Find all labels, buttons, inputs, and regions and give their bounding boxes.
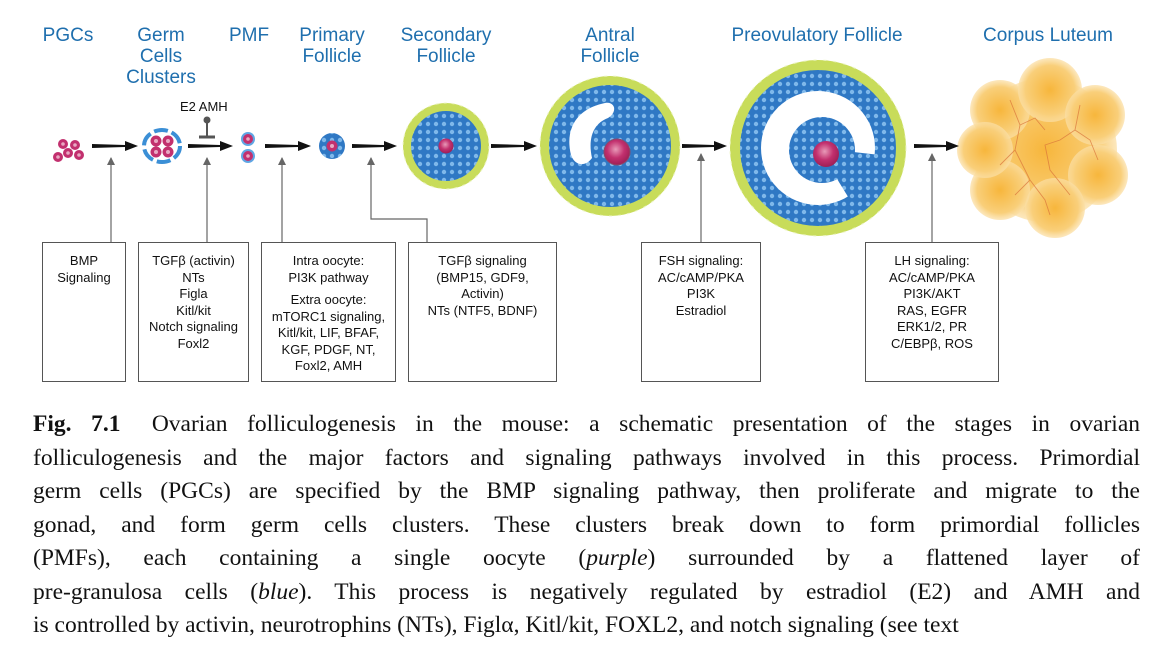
factor-text: NTs (NTF5, BDNF) — [427, 302, 538, 318]
stage-label-secondary-follicle: Secondary Follicle — [392, 25, 500, 67]
stage-label-line: Follicle — [580, 46, 640, 67]
stage-label-line: Follicle — [416, 46, 476, 67]
factor-text: (BMP15, GDF9, — [436, 269, 529, 285]
primary-follicle-icon — [319, 133, 345, 159]
caption-line: pre-granulosa cells (blue). This process… — [33, 578, 1140, 605]
factor-text: Kitl/kit — [176, 302, 211, 318]
folliculogenesis-diagram — [53, 58, 1128, 242]
caption-line: Fig. 7.1 Ovarian folliculogenesis in the… — [33, 411, 1140, 437]
factor-text: TGFβ (activin) — [152, 253, 235, 268]
stage-label-germ-cells-clusters: Germ Cells Clusters — [120, 25, 202, 88]
stage-label-line: Cells — [139, 46, 183, 67]
pgcs-cells-icon — [53, 139, 84, 162]
secondary-follicle-icon — [402, 102, 490, 190]
caption-emphasis: blue — [258, 578, 299, 605]
factor-text: Foxl2, AMH — [294, 358, 363, 373]
factor-text: mTORC1 signaling, — [271, 308, 386, 324]
connector-tgfb-signaling — [367, 157, 428, 242]
factor-text: NTs — [182, 269, 205, 285]
factor-text: Estradiol — [675, 302, 727, 318]
antral-follicle-icon — [539, 75, 681, 217]
factor-text: ERK1/2, PR — [896, 319, 968, 334]
corpus-luteum-icon — [957, 58, 1128, 238]
arrow-cluster-to-pmf — [188, 141, 233, 151]
factor-text: AC/cAMP/PKA — [658, 269, 744, 285]
stage-label-corpus-luteum: Corpus Luteum — [975, 25, 1121, 46]
arrow-preovulatory-to-corpus — [914, 141, 959, 151]
stage-label-antral-follicle: Antral Follicle — [566, 25, 654, 67]
stage-label-line: PMF — [228, 25, 270, 46]
factor-text: Foxl2 — [177, 335, 210, 351]
caption-emphasis: purple — [586, 545, 648, 571]
factor-box-oocyte: Intra oocyte: PI3K pathway Extra oocyte:… — [261, 242, 396, 382]
stage-label-line: Clusters — [126, 67, 196, 88]
caption-line: germ cells (PGCs) are specified by the B… — [33, 478, 1140, 504]
caption-line: is controlled by activin, neurotrophins … — [33, 612, 959, 638]
arrow-antral-to-preovulatory — [682, 141, 727, 151]
factor-text: Activin) — [461, 286, 504, 301]
stage-label-line: Germ — [137, 25, 185, 46]
stage-label-line: Preovulatory Follicle — [731, 25, 903, 46]
factor-text: TGFβ signaling — [438, 253, 527, 268]
factor-box-tgfb-activin: TGFβ (activin) NTs Figla Kitl/kit Notch … — [138, 242, 249, 382]
pmf-icon — [241, 132, 255, 163]
factor-text: PI3K — [686, 286, 716, 301]
caption-line: (PMFs), each containing a single oocyte … — [33, 545, 1140, 571]
factor-box-bmp: BMP Signaling — [42, 242, 126, 382]
factor-text: C/EBPβ, ROS — [891, 335, 973, 351]
factor-text: PI3K pathway — [288, 269, 369, 285]
factor-text: FSH signaling: — [658, 253, 744, 268]
factor-text: BMP — [69, 253, 99, 268]
caption-line: folliculogenesis and the major factors a… — [33, 444, 1140, 471]
stage-label-line: Antral — [585, 25, 635, 46]
figure-caption: Fig. 7.1 Ovarian folliculogenesis in the… — [33, 408, 1140, 643]
caption-line: gonad, and form germ cells clusters. The… — [33, 511, 1140, 538]
arrow-secondary-to-antral — [491, 141, 537, 151]
factor-text: AC/cAMP/PKA — [889, 269, 975, 285]
factor-box-tgfb-signaling: TGFβ signaling (BMP15, GDF9, Activin) NT… — [408, 242, 557, 382]
factor-text: RAS, EGFR — [896, 302, 968, 318]
germ-cell-cluster-icon — [142, 128, 182, 164]
inhibition-icon — [199, 116, 215, 139]
factor-text: KGF, PDGF, NT, — [281, 341, 376, 357]
stage-label-pgcs: PGCs — [35, 25, 101, 46]
arrow-primary-to-secondary — [352, 141, 397, 151]
factor-text: PI3K/AKT — [903, 286, 961, 301]
figure-number: Fig. 7.1 — [33, 411, 121, 437]
stage-label-line: PGCs — [42, 25, 94, 46]
preovulatory-follicle-icon — [729, 59, 907, 237]
factor-text: Extra oocyte: — [290, 292, 367, 307]
factor-box-fsh: FSH signaling: AC/cAMP/PKA PI3K Estradio… — [641, 242, 761, 382]
factor-text: Signaling — [57, 269, 111, 285]
factor-text: Notch signaling — [149, 319, 238, 334]
stage-label-line: Follicle — [302, 46, 362, 67]
factor-text: Kitl/kit, LIF, BFAF, — [277, 325, 380, 340]
factor-text: Figla — [179, 286, 208, 301]
stage-label-line: Corpus Luteum — [983, 25, 1113, 46]
stage-label-line: Secondary — [400, 25, 492, 46]
arrow-pgc-to-cluster — [92, 141, 138, 151]
factor-text: Intra oocyte: — [292, 253, 365, 268]
factor-text: LH signaling: — [894, 253, 970, 268]
stage-label-line: Primary — [299, 25, 365, 46]
arrow-pmf-to-primary — [265, 141, 311, 151]
factor-box-lh: LH signaling: AC/cAMP/PKA PI3K/AKT RAS, … — [865, 242, 999, 382]
inhibitor-label: E2 AMH — [180, 99, 228, 114]
stage-arrows — [92, 141, 959, 151]
stage-label-primary-follicle: Primary Follicle — [290, 25, 374, 67]
stage-label-preovulatory-follicle: Preovulatory Follicle — [722, 25, 912, 46]
stage-label-pmf: PMF — [222, 25, 276, 46]
